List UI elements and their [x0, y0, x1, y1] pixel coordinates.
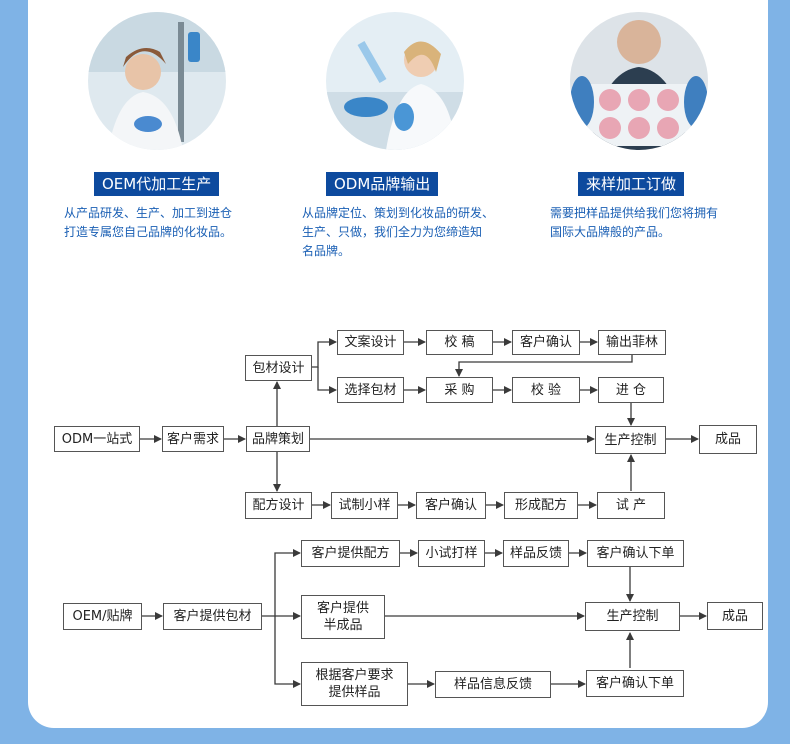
service-description: 从品牌定位、策划到化妆品的研发、 生产、只做，我们全力为您缔造知 名品牌。: [302, 206, 495, 258]
service-sample: 来样加工订做 需要把样品提供给我们您将拥有 国际大品牌般的产品。: [548, 0, 768, 280]
sample-info-feedback: 样品信息反馈: [435, 671, 551, 698]
small-trial: 小试打样: [418, 540, 485, 567]
production-control: 生产控制: [595, 426, 666, 454]
content-card: OEM代加工生产 从产品研发、生产、加工到进仓 打造专属您自己品牌的化妆品。 O…: [28, 0, 768, 728]
client-confirm: 客户确认: [512, 330, 580, 355]
odm-start: ODM一站式: [54, 426, 140, 452]
oem-start: OEM/贴牌: [63, 603, 142, 630]
form-formula: 形成配方: [504, 492, 578, 519]
client-provides-semi-finished: 客户提供 半成品: [301, 595, 385, 639]
packaging-design: 包材设计: [245, 355, 312, 381]
client-provides-packaging: 客户提供包材: [163, 603, 262, 630]
formula-design: 配方设计: [245, 492, 312, 519]
service-title: ODM品牌输出: [326, 172, 439, 196]
choose-packaging: 选择包材: [337, 377, 404, 403]
inspect: 校 验: [512, 377, 580, 403]
service-odm: ODM品牌输出 从品牌定位、策划到化妆品的研发、 生产、只做，我们全力为您缔造知…: [298, 0, 518, 280]
production-control: 生产控制: [585, 602, 680, 631]
lab-photo-1: [88, 12, 226, 150]
service-description: 从产品研发、生产、加工到进仓 打造专属您自己品牌的化妆品。: [64, 206, 233, 239]
finished-product: 成品: [707, 602, 763, 630]
trial-production: 试 产: [597, 492, 665, 519]
finished-product: 成品: [699, 425, 757, 454]
copy-design: 文案设计: [337, 330, 404, 355]
output-film: 输出菲林: [598, 330, 666, 355]
service-title: OEM代加工生产: [94, 172, 220, 196]
client-demand: 客户需求: [162, 426, 224, 452]
service-title: 来样加工订做: [578, 172, 685, 196]
service-oem: OEM代加工生产 从产品研发、生产、加工到进仓 打造专属您自己品牌的化妆品。: [60, 0, 280, 280]
client-provides-formula: 客户提供配方: [301, 540, 400, 567]
client-confirm: 客户确认: [416, 492, 486, 519]
proofread: 校 稿: [426, 330, 493, 355]
sample-feedback: 样品反馈: [503, 540, 569, 567]
provide-samples-by-request: 根据客户要求 提供样品: [301, 662, 408, 706]
client-confirm-order: 客户确认下单: [587, 540, 684, 567]
trial-sample: 试制小样: [331, 492, 398, 519]
client-confirm-order: 客户确认下单: [586, 670, 684, 697]
service-description: 需要把样品提供给我们您将拥有 国际大品牌般的产品。: [550, 206, 719, 239]
brand-planning: 品牌策划: [246, 426, 310, 452]
lab-photo-3: [570, 12, 708, 150]
purchase: 采 购: [426, 377, 493, 403]
warehouse: 进 仓: [598, 377, 664, 403]
